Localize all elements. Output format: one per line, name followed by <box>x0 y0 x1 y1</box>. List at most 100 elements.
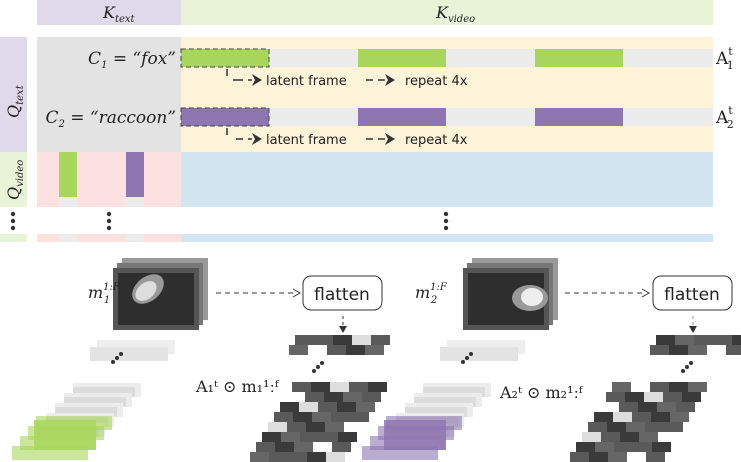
faded-frame <box>90 347 168 361</box>
masked-attention-cell <box>612 382 631 392</box>
masked-attention-cell <box>669 382 688 392</box>
ellipsis-dot <box>119 352 123 356</box>
masked-attention-cell <box>343 392 362 402</box>
ellipsis-dot <box>461 360 465 364</box>
video-video-block <box>181 234 713 242</box>
video-text-block <box>37 234 181 242</box>
masked-attention-cell <box>607 422 626 432</box>
video-video-block <box>181 152 713 207</box>
flatten-label: flatten <box>664 285 720 305</box>
masked-attention-cell <box>645 422 664 432</box>
masked-attention-cell <box>652 442 671 452</box>
masked-attention-cell <box>274 412 293 422</box>
masked-attention-cell <box>306 422 325 432</box>
masked-attention-cell <box>318 402 337 412</box>
masked-attention-cell <box>368 382 387 392</box>
masked-attention-cell <box>312 412 331 422</box>
flattened-mask-cell <box>732 335 741 345</box>
masked-attention-cell <box>664 422 683 432</box>
product-2-label: A₂ᵗ ⊙ m₂¹ːᶠ <box>499 383 584 402</box>
masked-attention-cell <box>305 392 324 402</box>
empty-cell <box>59 234 77 242</box>
ellipsis-dot <box>320 361 324 365</box>
masked-attention-cell <box>280 402 299 412</box>
flattened-mask-cell <box>346 345 365 355</box>
masked-attention-cell <box>626 422 645 432</box>
masked-attention-cell <box>292 382 311 392</box>
masked-attention-cell <box>658 432 677 442</box>
ellipsis-dot <box>111 360 115 364</box>
masked-attention-cell <box>576 442 595 452</box>
masked-attention-cell <box>600 402 619 412</box>
masked-attention-cell <box>307 452 326 462</box>
masked-attention-cell <box>614 442 633 452</box>
product-1-label: A₁ᵗ ⊙ m₁¹ːᶠ <box>195 377 280 396</box>
masked-attention-cell <box>632 412 651 422</box>
text-text-block <box>37 37 181 152</box>
masked-attention-cell <box>256 442 275 452</box>
latent-frame-text: latent frame <box>266 74 347 89</box>
masked-attention-cell <box>337 402 356 412</box>
latent-frame-text: latent frame <box>266 133 347 148</box>
q-video-label-bg <box>0 152 27 207</box>
dashed-arrow <box>226 69 252 81</box>
flatten-label: flatten <box>314 285 370 305</box>
masked-attention-cell <box>268 422 287 432</box>
flattened-mask-cell <box>371 335 390 345</box>
masked-attention-cell <box>619 402 638 412</box>
video-text-block <box>37 152 181 207</box>
ellipsis-dot <box>681 369 685 373</box>
masked-attention-cell <box>582 432 601 442</box>
k-text-header <box>37 0 181 25</box>
k-text-label: Ktext <box>102 3 136 25</box>
ellipsis-dot <box>312 369 316 373</box>
masked-attention-cell <box>663 392 682 402</box>
attention-frame <box>414 397 476 407</box>
repeat-text: repeat 4x <box>405 74 468 89</box>
masked-attention-cell <box>330 382 349 392</box>
arrow-head-icon <box>385 133 395 145</box>
raccoon-token-column <box>126 152 144 197</box>
masked-attention-cell <box>639 432 658 442</box>
repeat-text: repeat 4x <box>405 133 468 148</box>
empty-cell <box>59 197 77 207</box>
flattened-mask-cell <box>327 345 346 355</box>
masked-attention-cell <box>594 412 613 422</box>
masked-attention-cell <box>338 432 357 442</box>
flattened-mask-cell <box>365 345 384 355</box>
mask-2-stack <box>463 258 558 330</box>
masked-attention-cell <box>356 402 375 412</box>
flattened-mask-cell <box>688 345 707 355</box>
masked-attention-cell <box>638 402 657 412</box>
mask-1-stack <box>113 258 208 330</box>
masked-attention-cell <box>344 422 363 432</box>
fox-token-column <box>59 152 77 197</box>
concept-2-label: C2 = “raccoon” <box>45 108 176 130</box>
masked-attention-cell <box>269 452 288 462</box>
masked-attention-cell <box>324 392 343 402</box>
arrow-head-icon <box>252 133 262 145</box>
masked-attention-cell <box>311 382 330 392</box>
masked-attention-cell <box>631 382 650 392</box>
masked-attention-cell <box>633 442 652 452</box>
masked-attention-cell <box>275 442 294 452</box>
flattened-mask-cell <box>707 345 726 355</box>
flattened-mask-cell <box>675 335 694 345</box>
masked-attention-cell <box>651 412 670 422</box>
latent-frame-2 <box>180 107 270 127</box>
attention-frame <box>423 387 485 397</box>
arrow-head-icon <box>689 326 697 333</box>
masked-attention-cell <box>595 442 614 452</box>
masked-attention-cell <box>362 392 381 402</box>
masked-attention-cell <box>332 442 351 452</box>
masked-attention-cell <box>608 452 627 462</box>
k-video-header <box>181 0 713 25</box>
empty-cell <box>126 234 144 242</box>
vertical-ellipsis-icon <box>10 211 449 231</box>
attention-frame <box>405 407 467 417</box>
